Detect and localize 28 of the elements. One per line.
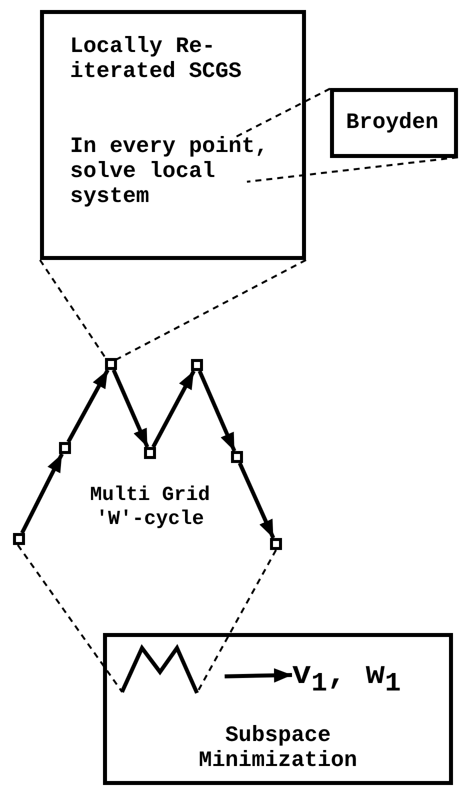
dashed-line xyxy=(16,544,124,693)
arrow xyxy=(238,462,276,539)
arrow xyxy=(151,370,196,448)
dashed-line xyxy=(115,259,306,361)
process-box xyxy=(330,88,458,158)
arrow xyxy=(112,369,150,448)
grid-point-marker xyxy=(105,358,117,370)
box-text: In every point, solve local system xyxy=(70,134,270,209)
box-text: Subspace Minimization xyxy=(198,723,358,773)
arrow xyxy=(66,369,110,443)
arrow xyxy=(198,370,236,452)
box-text: Locally Re- iterated SCGS xyxy=(70,34,243,84)
dashed-line xyxy=(198,550,277,690)
diagram-label: Multi Grid 'W'-cycle xyxy=(88,484,212,532)
grid-point-marker xyxy=(13,533,25,545)
dashed-line xyxy=(236,88,330,138)
grid-point-marker xyxy=(191,359,203,371)
grid-point-marker xyxy=(231,451,243,463)
process-box xyxy=(40,10,306,260)
grid-point-marker xyxy=(144,447,156,459)
arrow xyxy=(20,453,64,534)
dashed-line xyxy=(246,156,458,183)
grid-point-marker xyxy=(270,538,282,550)
process-box xyxy=(103,633,453,785)
box-text: Broyden xyxy=(346,110,440,135)
grid-point-marker xyxy=(59,442,71,454)
arrow xyxy=(224,668,292,683)
subscript-label: v$_{1}$, w$_{1}$ xyxy=(292,655,402,702)
